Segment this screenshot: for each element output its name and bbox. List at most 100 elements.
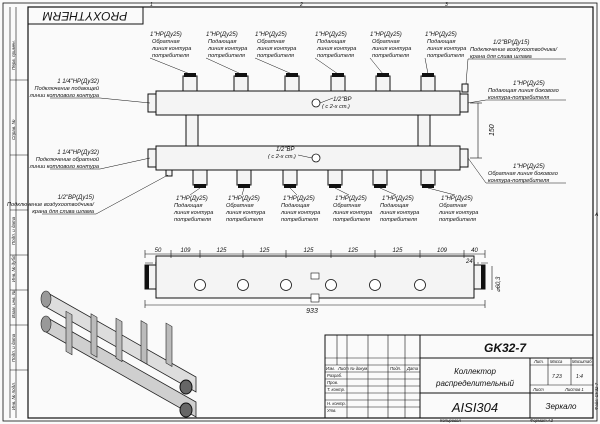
svg-text:1 1/4"НР(Ду32): 1 1/4"НР(Ду32) <box>57 79 99 85</box>
svg-text:потребителя: потребителя <box>439 217 476 223</box>
svg-text:контура-потребителя: контура-потребителя <box>488 178 549 184</box>
svg-text:Формат А3: Формат А3 <box>530 418 554 423</box>
svg-text:крана для слива шлама: крана для слива шлама <box>32 209 94 215</box>
callout-size: 1"НР(Ду25) <box>315 32 347 38</box>
branch-port <box>280 279 292 291</box>
svg-text:1 1/4"НР(Ду32): 1 1/4"НР(Ду32) <box>57 150 99 156</box>
material: AISI304 <box>451 400 498 415</box>
dim-top-3: 125 <box>216 248 227 254</box>
svg-text:потребителя: потребителя <box>317 53 354 59</box>
callout-size: 1"НР(Ду25) <box>441 196 473 202</box>
svg-text:линия контура: линия контура <box>371 46 411 52</box>
svg-text:Обратная: Обратная <box>152 39 180 45</box>
callout-size: 1"НР(Ду25) <box>150 32 182 38</box>
dim-diameter: ⌀60,3 <box>496 276 502 292</box>
sheet-number-2: 2 <box>299 2 303 8</box>
svg-text:потребителя: потребителя <box>174 217 211 223</box>
callout-left-drain: 1/2"ВР(Ду15) Подключение воздухоотводчик… <box>7 174 169 215</box>
svg-text:1/2"ВР: 1/2"ВР <box>276 147 294 153</box>
strip-label-dubl: Инв. № дубл. <box>11 254 16 282</box>
callout-right-lower: 1"НР(Ду25) Обратная линия бокового конту… <box>467 157 566 184</box>
callout-left-upper: 1 1/4"НР(Ду32) Подключение подающей лини… <box>29 79 151 104</box>
svg-text:потребителя: потребителя <box>208 53 245 59</box>
svg-text:линия контура: линия контура <box>438 210 478 216</box>
svg-text:линия контура: линия контура <box>207 46 247 52</box>
dim-top-4: 125 <box>259 248 270 254</box>
top-nozzle <box>233 75 249 92</box>
svg-text:Масштаб: Масштаб <box>572 359 592 364</box>
svg-text:линия контура: линия контура <box>225 210 265 216</box>
dim-150: 150 <box>489 124 496 136</box>
svg-text:Утв.: Утв. <box>327 408 337 413</box>
bottom-nozzle <box>282 169 298 186</box>
svg-text:контура-потребителя: контура-потребителя <box>488 95 549 101</box>
dim-top-8: 109 <box>437 248 448 254</box>
callout-size: 1"НР(Ду25) <box>335 196 367 202</box>
svg-text:Копировал: Копировал <box>440 418 461 423</box>
dim-top-5: 125 <box>303 248 314 254</box>
svg-text:линия контура: линия контура <box>151 46 191 52</box>
svg-text:потребителя: потребителя <box>372 53 409 59</box>
branch-port <box>194 279 206 291</box>
strip-label-inv: Инв. № подл. <box>11 382 16 410</box>
svg-text:Обратная: Обратная <box>257 39 285 45</box>
branch-port <box>369 279 381 291</box>
svg-text:1/2"ВР(Ду15): 1/2"ВР(Ду15) <box>58 195 94 201</box>
svg-text:потребителя: потребителя <box>281 217 318 223</box>
svg-text:Листов 1: Листов 1 <box>564 387 584 392</box>
bottom-nozzle <box>192 169 208 186</box>
svg-text:линия контура: линия контура <box>332 210 372 216</box>
svg-text:Подключение воздухоотводчика/: Подключение воздухоотводчика/ <box>470 47 558 53</box>
strip-label-sprav: Справ. № <box>11 119 16 140</box>
svg-text:линия контура: линия контура <box>256 46 296 52</box>
svg-text:крана для слива шлама: крана для слива шлама <box>470 54 532 60</box>
drawing-name-2: распределительный <box>435 379 515 388</box>
svg-text:( с 2-х ст.): ( с 2-х ст.) <box>322 104 350 110</box>
svg-text:линия контура: линия контура <box>316 46 356 52</box>
top-nozzle <box>330 75 346 92</box>
svg-text:Обратная: Обратная <box>226 203 254 209</box>
top-nozzle <box>284 75 300 92</box>
strip-label-vzam: Взам. инв. № <box>11 290 16 318</box>
strip-label-perv: Перв. примен. <box>11 40 16 70</box>
svg-text:линия контура: линия контура <box>379 210 419 216</box>
branch-port <box>325 279 337 291</box>
svg-text:Лист: Лист <box>532 387 544 392</box>
callout-size: 1"НР(Ду25) <box>283 196 315 202</box>
svg-text:Лист: Лист <box>337 366 349 371</box>
svg-text:потребителя: потребителя <box>427 53 464 59</box>
sheet-letter-a: A <box>594 212 599 218</box>
svg-text:линия контура: линия контура <box>173 210 213 216</box>
svg-text:Разраб.: Разраб. <box>327 373 342 378</box>
callout-right-upper: 1"НР(Ду25) Подающая линия бокового конту… <box>467 81 566 104</box>
scale-value: 1:4 <box>576 374 583 380</box>
svg-text:Подающая: Подающая <box>174 203 203 209</box>
svg-text:1"НР(Ду25): 1"НР(Ду25) <box>513 164 545 170</box>
top-nozzle <box>375 75 391 92</box>
svg-text:Лит.: Лит. <box>533 359 544 364</box>
strip-label-podp2: Подп. и дата <box>11 333 16 362</box>
dim-933: 933 <box>306 308 318 315</box>
svg-text:Подающая: Подающая <box>317 39 346 45</box>
svg-text:Т. контр.: Т. контр. <box>327 387 345 392</box>
branch-port <box>414 279 426 291</box>
bottom-nozzle <box>327 169 343 186</box>
mirror-label: Зеркало <box>546 402 577 411</box>
dim-top-6: 125 <box>348 248 359 254</box>
dim-24: 24 <box>465 259 473 265</box>
svg-text:Подающая: Подающая <box>208 39 237 45</box>
supply-header <box>155 90 461 116</box>
svg-text:линия контура: линия контура <box>426 46 466 52</box>
dim-top-1: 50 <box>155 248 162 254</box>
svg-text:Подключение подающей: Подключение подающей <box>35 85 99 92</box>
top-nozzle <box>182 75 198 92</box>
